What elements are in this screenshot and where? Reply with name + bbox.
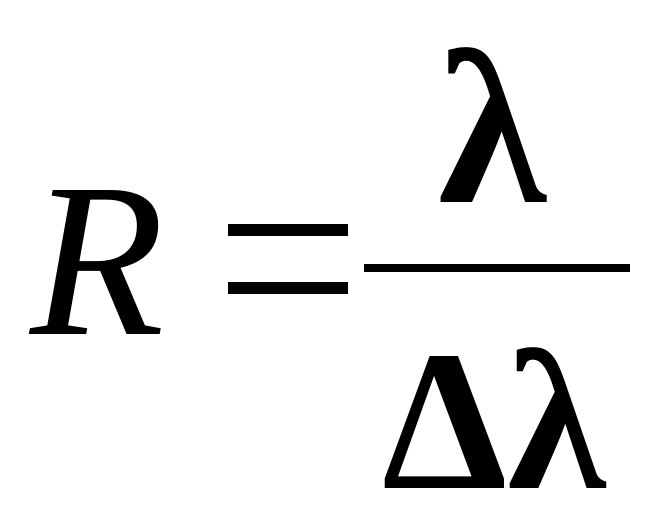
lhs-variable: R <box>30 138 165 382</box>
equals-sign <box>228 224 348 296</box>
fraction-numerator: λ <box>438 6 547 250</box>
fraction-denominator: Δλ <box>382 311 606 532</box>
equals-top-bar <box>228 224 348 236</box>
fraction-bar <box>364 264 630 272</box>
equals-bottom-bar <box>228 282 348 294</box>
